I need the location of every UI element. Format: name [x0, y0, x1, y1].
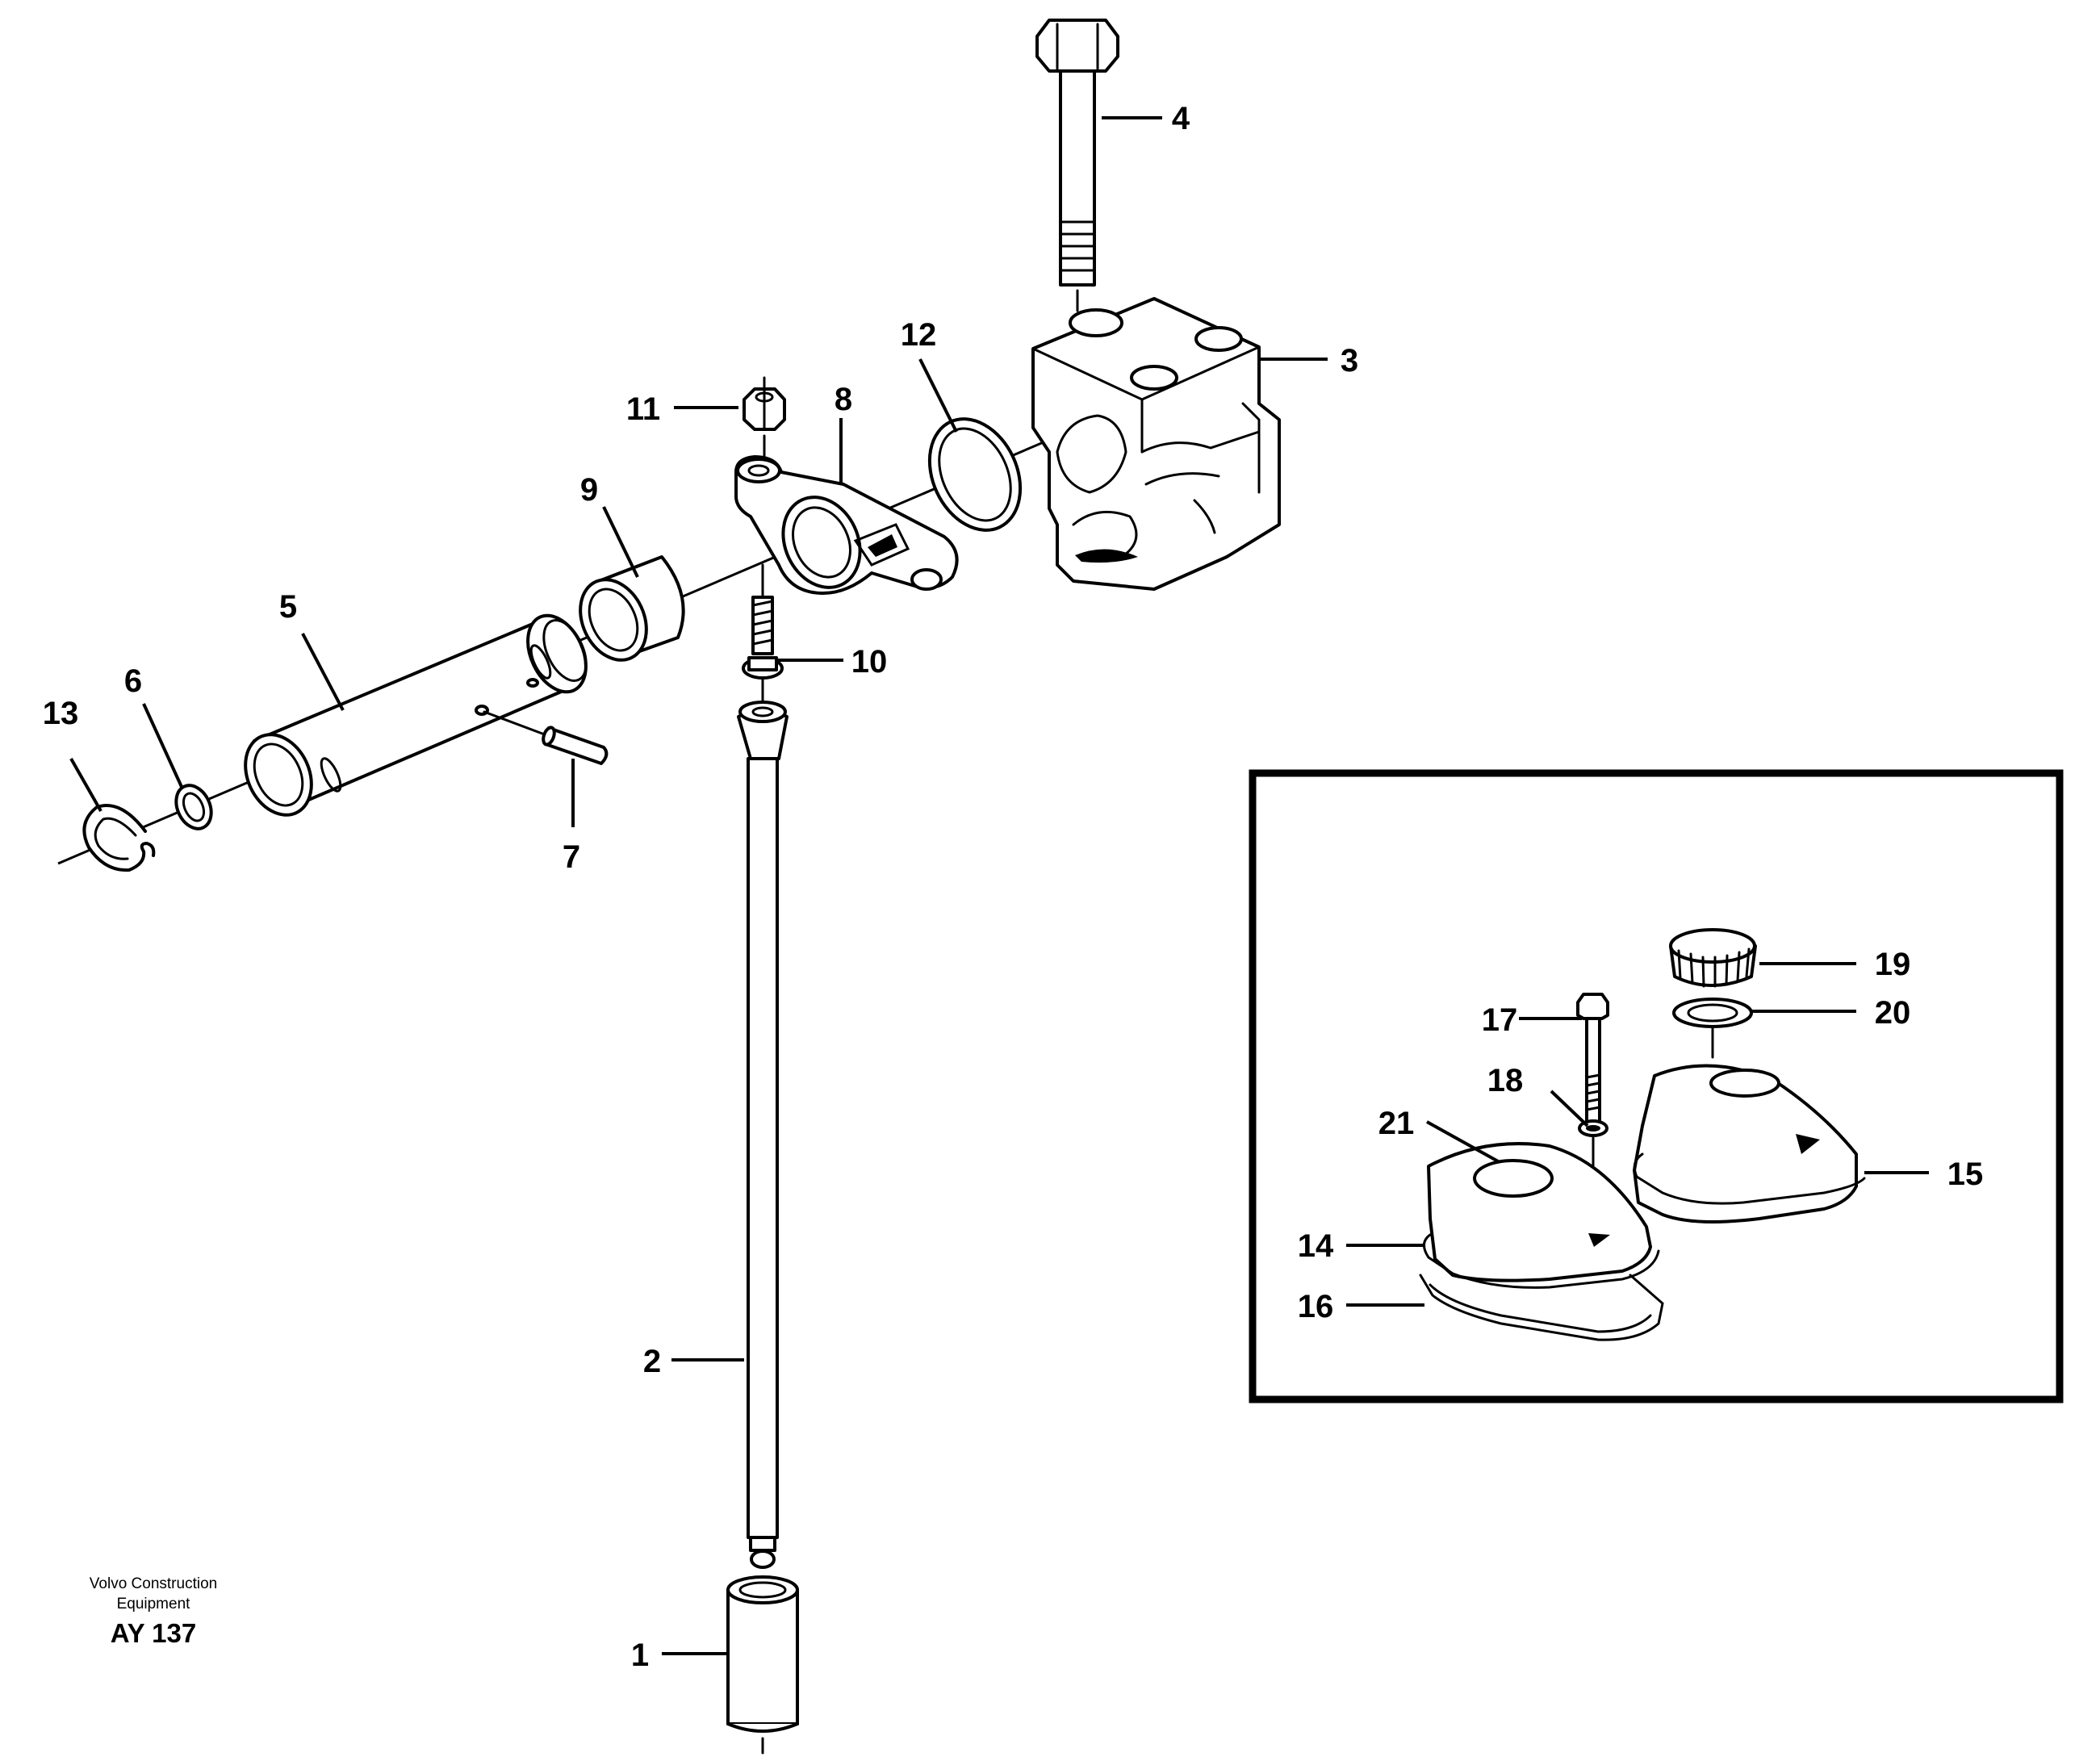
callout-15: 15	[1947, 1157, 1984, 1192]
cover-bolt-part-17	[1576, 993, 1609, 1125]
manufacturer-name-line1: Volvo Construction	[90, 1575, 217, 1592]
callout-17: 17	[1482, 1002, 1518, 1038]
callout-18: 18	[1487, 1063, 1524, 1098]
callout-16: 16	[1298, 1289, 1334, 1324]
callout-9: 9	[580, 472, 598, 508]
leader-lines	[69, 116, 1929, 1655]
snap-ring-part-6	[174, 784, 213, 830]
seal-washer-part-20	[1672, 998, 1753, 1059]
filler-cap-part-19	[1669, 928, 1757, 988]
callout-5: 5	[279, 589, 297, 625]
callout-19: 19	[1875, 947, 1911, 982]
figure-code: AY 137	[111, 1618, 196, 1648]
callout-4: 4	[1172, 101, 1190, 136]
callout-13: 13	[43, 696, 79, 731]
callout-11: 11	[626, 391, 660, 427]
gasket-part-16	[1419, 1274, 1664, 1341]
seal-ring-part-12	[927, 417, 1023, 532]
callout-6: 6	[124, 663, 142, 699]
inset-frame	[1249, 769, 2064, 1403]
manufacturer-name-line2: Equipment	[117, 1596, 191, 1613]
push-rod-part-2	[737, 701, 789, 1569]
circlip-part-13	[82, 804, 156, 872]
callout-8: 8	[835, 382, 852, 417]
rocker-bracket-part-3	[1031, 297, 1281, 591]
shaft-axis-line	[57, 414, 1106, 865]
tappet-part-1	[726, 1575, 799, 1755]
callout-14: 14	[1298, 1228, 1334, 1264]
nut-part-11	[743, 376, 786, 462]
callout-7: 7	[563, 839, 580, 875]
adjusting-screw-part-10	[742, 563, 784, 704]
bolt-part-4	[1035, 19, 1119, 312]
rocker-arm-part-8	[734, 455, 959, 595]
callout-12: 12	[901, 317, 937, 353]
valve-cover-part-15	[1633, 1064, 1866, 1223]
callout-21: 21	[1378, 1106, 1415, 1141]
callout-20: 20	[1875, 995, 1911, 1031]
bushing-part-9	[579, 555, 685, 662]
callout-10: 10	[851, 644, 888, 680]
valve-cover-part-21	[1423, 1142, 1660, 1289]
callout-3: 3	[1341, 343, 1358, 379]
rocker-shaft-part-5	[244, 613, 588, 817]
callout-1: 1	[631, 1638, 649, 1673]
roll-pin-part-7	[483, 710, 609, 765]
callout-2: 2	[643, 1344, 661, 1379]
